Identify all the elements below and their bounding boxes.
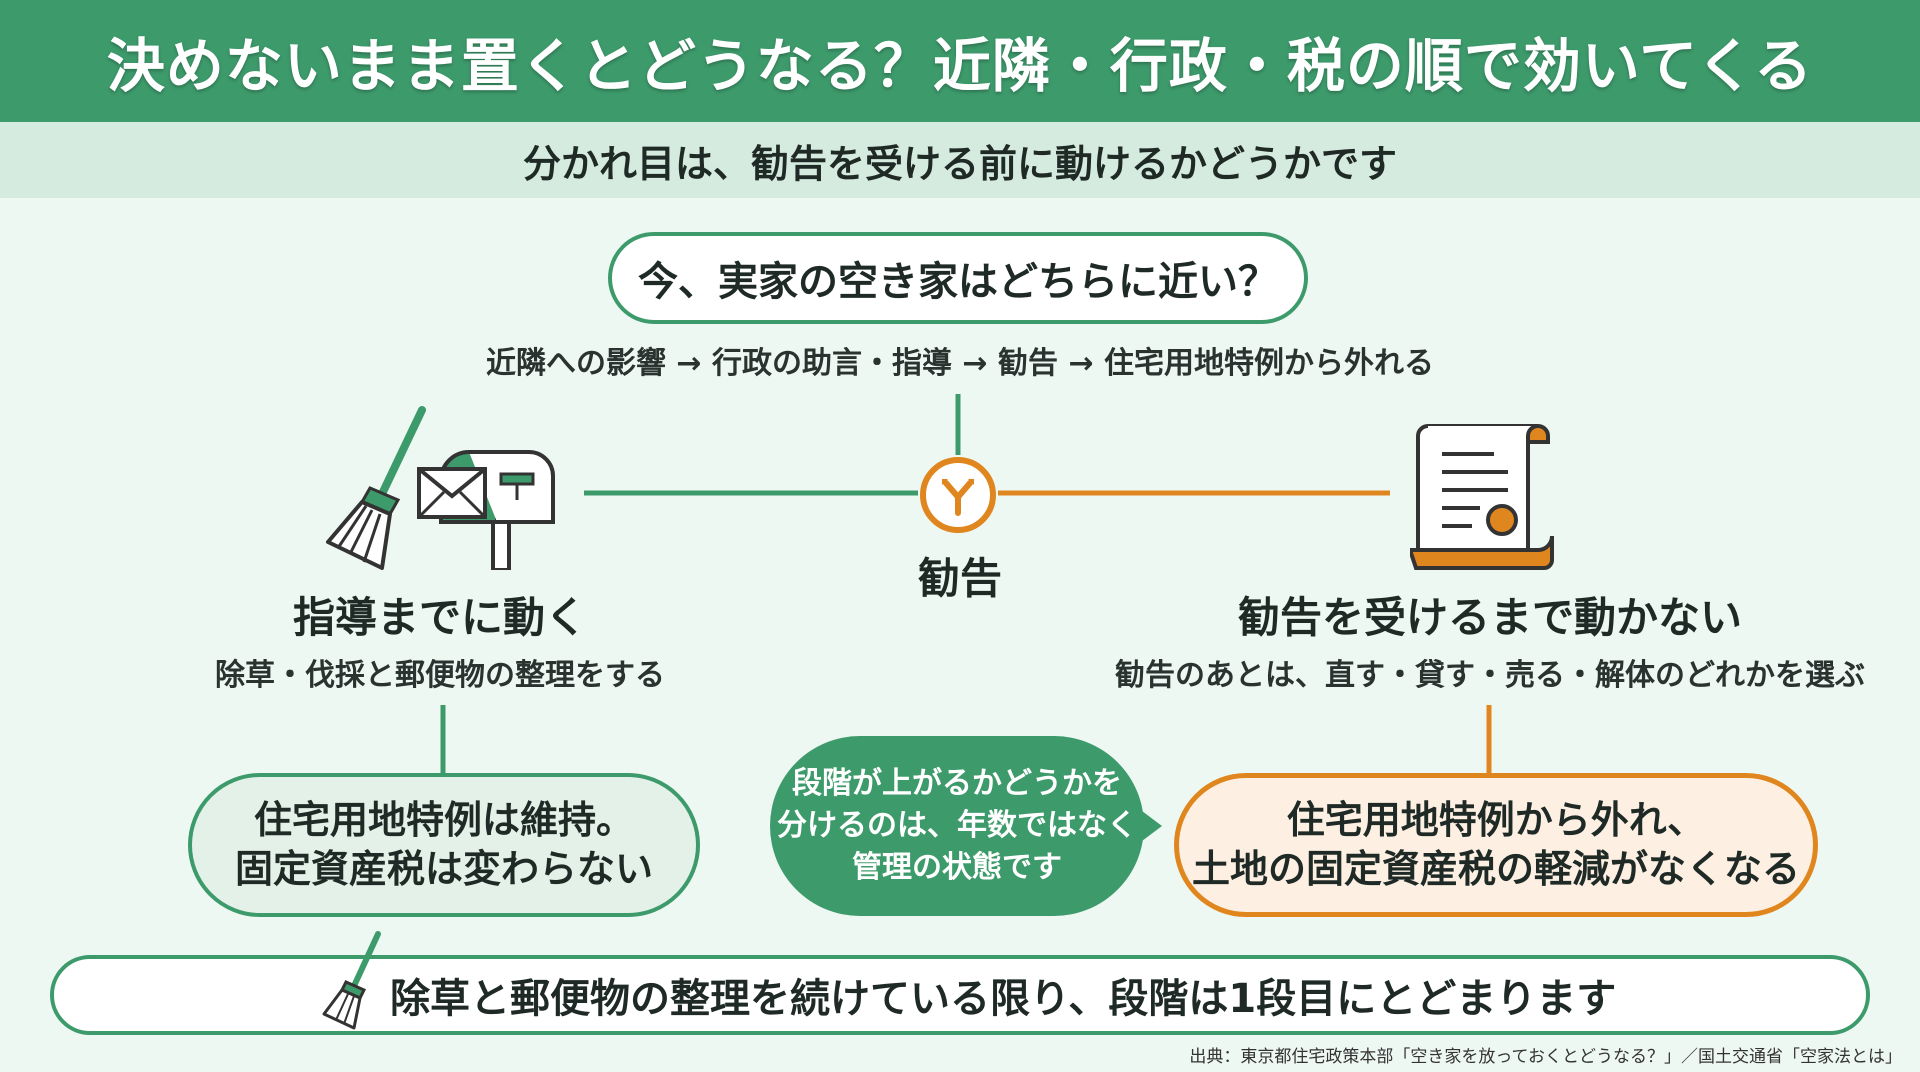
question-pill: 今、実家の空き家はどちらに近い？ [608, 232, 1308, 324]
right-outcome-line1: 住宅用地特例から外れ、 [1286, 797, 1706, 842]
callout-line1: 段階が上がるかどうかを [792, 766, 1122, 801]
callout-tail [1138, 808, 1162, 844]
right-outcome-line2: 土地の固定資産税の軽減がなくなる [1191, 847, 1800, 891]
bottom-message: 除草と郵便物の整理を続けている限り、段階は1段目にとどまります [390, 976, 1617, 1022]
right-branch-subtitle: 勧告のあとは、直す・貸す・売る・解体のどれかを選ぶ [1115, 658, 1865, 693]
callout-line3: 管理の状態です [852, 850, 1062, 885]
broom-icon [326, 406, 426, 570]
page-title: 決めないまま置くとどうなる？近隣・行政・税の順で効いてくる [0, 0, 1920, 122]
left-outcome-line1: 住宅用地特例は維持。 [253, 797, 634, 842]
left-outcome-line2: 固定資産税は変わらない [234, 847, 653, 891]
left-outcome-box: 住宅用地特例は維持。 固定資産税は変わらない [188, 773, 700, 917]
fork-arrow-icon [920, 457, 996, 533]
right-branch-title: 勧告を受けるまで動かない [1237, 593, 1742, 642]
flow-sequence: 近隣への影響 → 行政の助言・指導 → 勧告 → 住宅用地特例から外れる [485, 346, 1435, 381]
left-branch-subtitle: 除草・伐採と郵便物の整理をする [215, 658, 665, 693]
node-label-advice: 勧告 [917, 554, 1002, 603]
callout-line2: 分けるのは、年数ではなく [777, 808, 1137, 843]
broom-icon [322, 931, 381, 1030]
right-outcome-box: 住宅用地特例から外れ、 土地の固定資産税の軽減がなくなる [1174, 773, 1818, 917]
page-subtitle: 分かれ目は、勧告を受ける前に動けるかどうかです [0, 122, 1920, 198]
envelope-icon [417, 467, 487, 519]
callout-bubble: 段階が上がるかどうかを 分けるのは、年数ではなく 管理の状態です [770, 736, 1144, 916]
source-citation: 出典：東京都住宅政策本部「空き家を放っておくとどうなる？」／国土交通省「空家法と… [1189, 1047, 1902, 1067]
left-branch-title: 指導までに動く [292, 593, 587, 642]
certificate-scroll-icon [1410, 424, 1554, 570]
